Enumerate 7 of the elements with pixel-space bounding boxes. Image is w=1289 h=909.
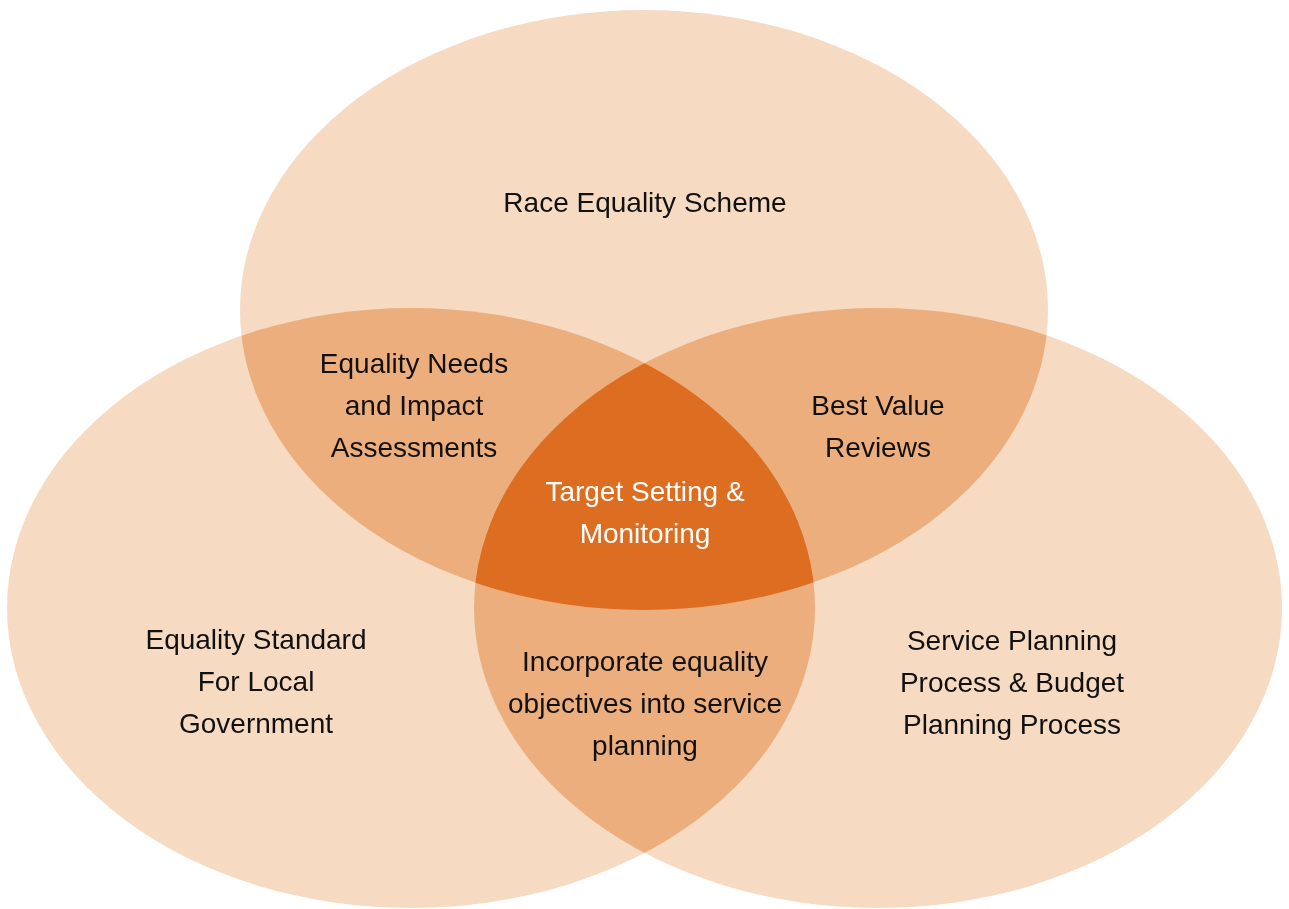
region-label: Equality Needs and Impact Assessments <box>318 347 510 465</box>
region-label: Equality Standard For Local Government <box>144 623 368 741</box>
region-label: Service Planning Process & Budget Planning Process <box>898 624 1126 742</box>
region-label: Target Setting & Monitoring <box>544 475 746 551</box>
region-label: Best Value Reviews <box>810 389 946 465</box>
region-label: Race Equality Scheme <box>503 186 787 220</box>
region-label: Incorporate equality objectives into service planning <box>507 645 783 763</box>
